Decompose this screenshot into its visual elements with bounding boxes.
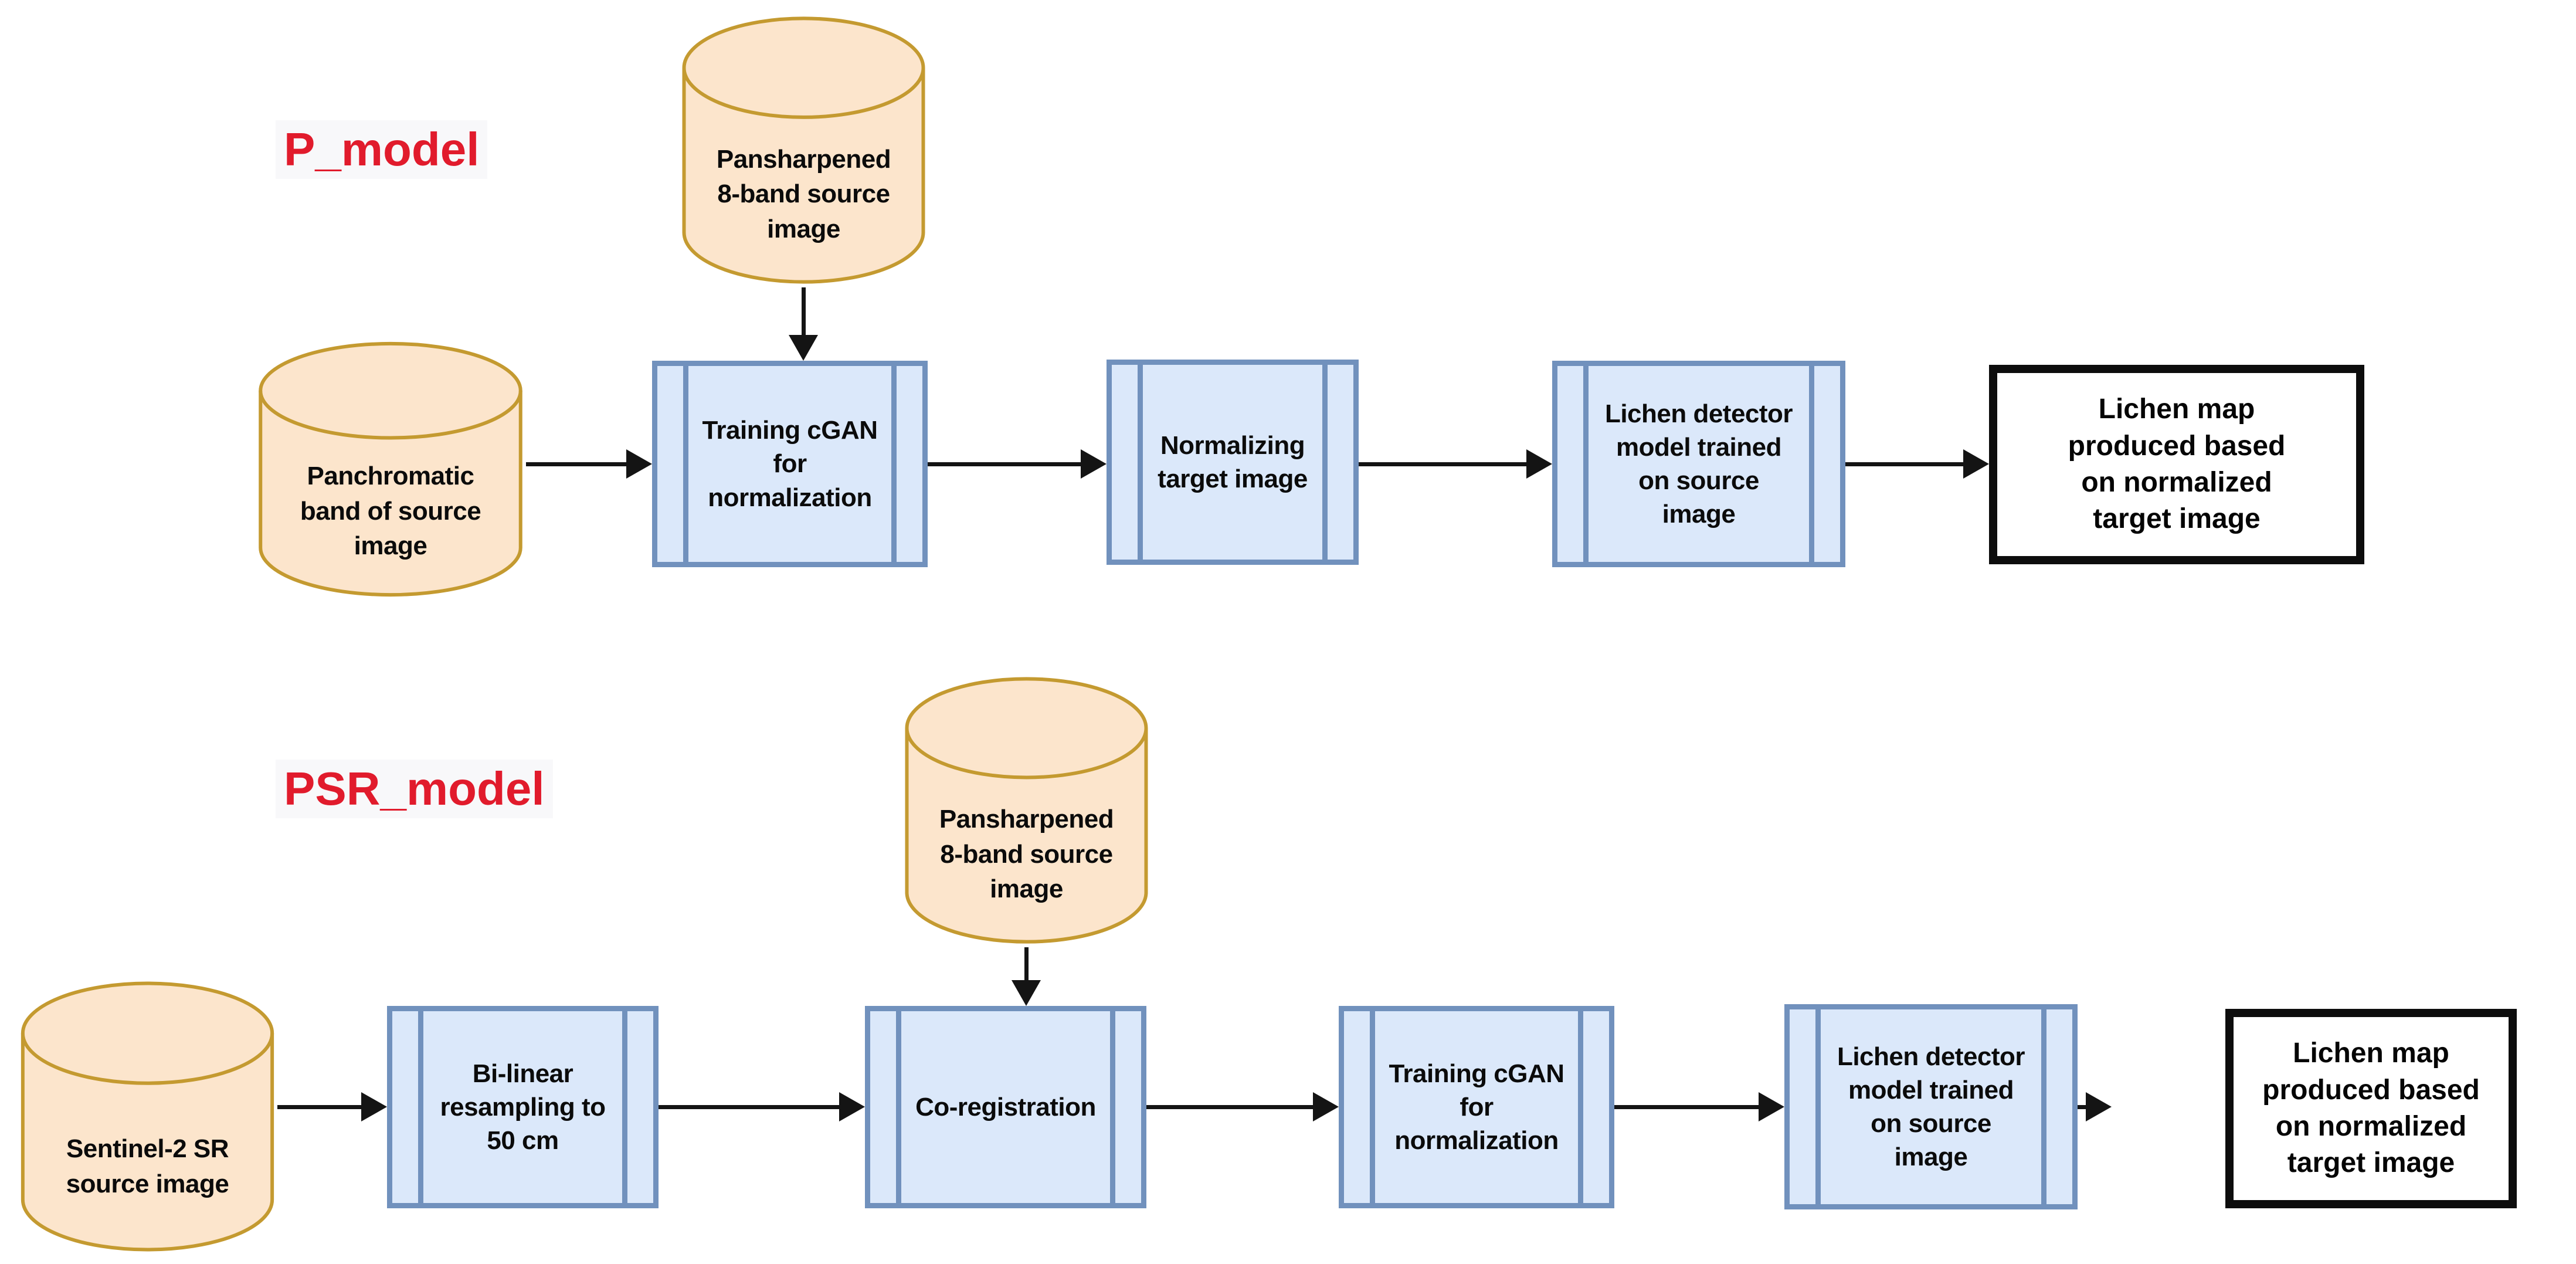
process-label: Training cGAN for normalization [1389,1059,1564,1155]
cylinder-sentinel2: Sentinel-2 SR source image [18,978,277,1255]
arrow-pansharpened-to-coregistration [1012,947,1041,1006]
process-label: Co-registration [915,1092,1096,1121]
process-label: Bi-linear resampling to 50 cm [440,1059,606,1155]
process-training-cgan-p: Training cGAN for normalization [652,361,928,567]
arrow-pansharpened-to-cgan [789,287,818,361]
cylinder-label: Pansharpened 8-band source image [939,805,1114,903]
database-cylinder-icon [255,338,526,600]
arrow-detector-to-map-psr [2078,1092,2112,1121]
process-label: Lichen detector model trained on source … [1604,399,1793,529]
cylinder-panchromatic: Panchromatic band of source image [255,338,526,600]
arrow-panchromatic-to-cgan [526,449,652,479]
cylinder-label: Panchromatic band of source image [300,462,481,561]
cylinder-pansharpened-p: Pansharpened 8-band source image [679,13,928,287]
arrow-cgan-to-detector [1614,1092,1784,1121]
cylinder-pansharpened-psr: Pansharpened 8-band source image [902,673,1151,947]
process-normalizing-target: Normalizing target image [1107,360,1359,565]
cylinder-label: Sentinel-2 SR source image [66,1134,229,1198]
cylinder-label: Pansharpened 8-band source image [716,144,891,243]
output-lichen-map-p: Lichen map produced based on normalized … [1989,365,2364,564]
output-label: Lichen map produced based on normalized … [2068,394,2286,535]
process-label: Normalizing target image [1158,431,1308,493]
arrow-bilinear-to-coregistration [659,1092,865,1121]
p-model-label: P_model [276,120,488,179]
database-cylinder-icon [679,13,928,287]
database-cylinder-icon [18,978,277,1255]
process-lichen-detector-p: Lichen detector model trained on source … [1552,361,1845,567]
arrow-detector-to-map [1845,449,1989,479]
process-training-cgan-psr: Training cGAN for normalization [1339,1006,1614,1208]
process-label: Lichen detector model trained on source … [1837,1042,2025,1172]
process-lichen-detector-psr: Lichen detector model trained on source … [1784,1004,2078,1209]
arrow-normalizing-to-detector [1359,449,1552,479]
database-cylinder-icon [902,673,1151,947]
psr-model-label: PSR_model [276,760,553,818]
output-label: Lichen map produced based on normalized … [2262,1038,2480,1179]
output-lichen-map-psr: Lichen map produced based on normalized … [2225,1009,2517,1208]
process-label: Training cGAN for normalization [702,416,878,512]
arrow-sentinel-to-bilinear [277,1092,387,1121]
process-coregistration: Co-registration [865,1006,1146,1208]
arrow-cgan-to-normalizing [928,449,1107,479]
arrow-coregistration-to-cgan [1146,1092,1339,1121]
process-bilinear-resampling: Bi-linear resampling to 50 cm [387,1006,659,1208]
